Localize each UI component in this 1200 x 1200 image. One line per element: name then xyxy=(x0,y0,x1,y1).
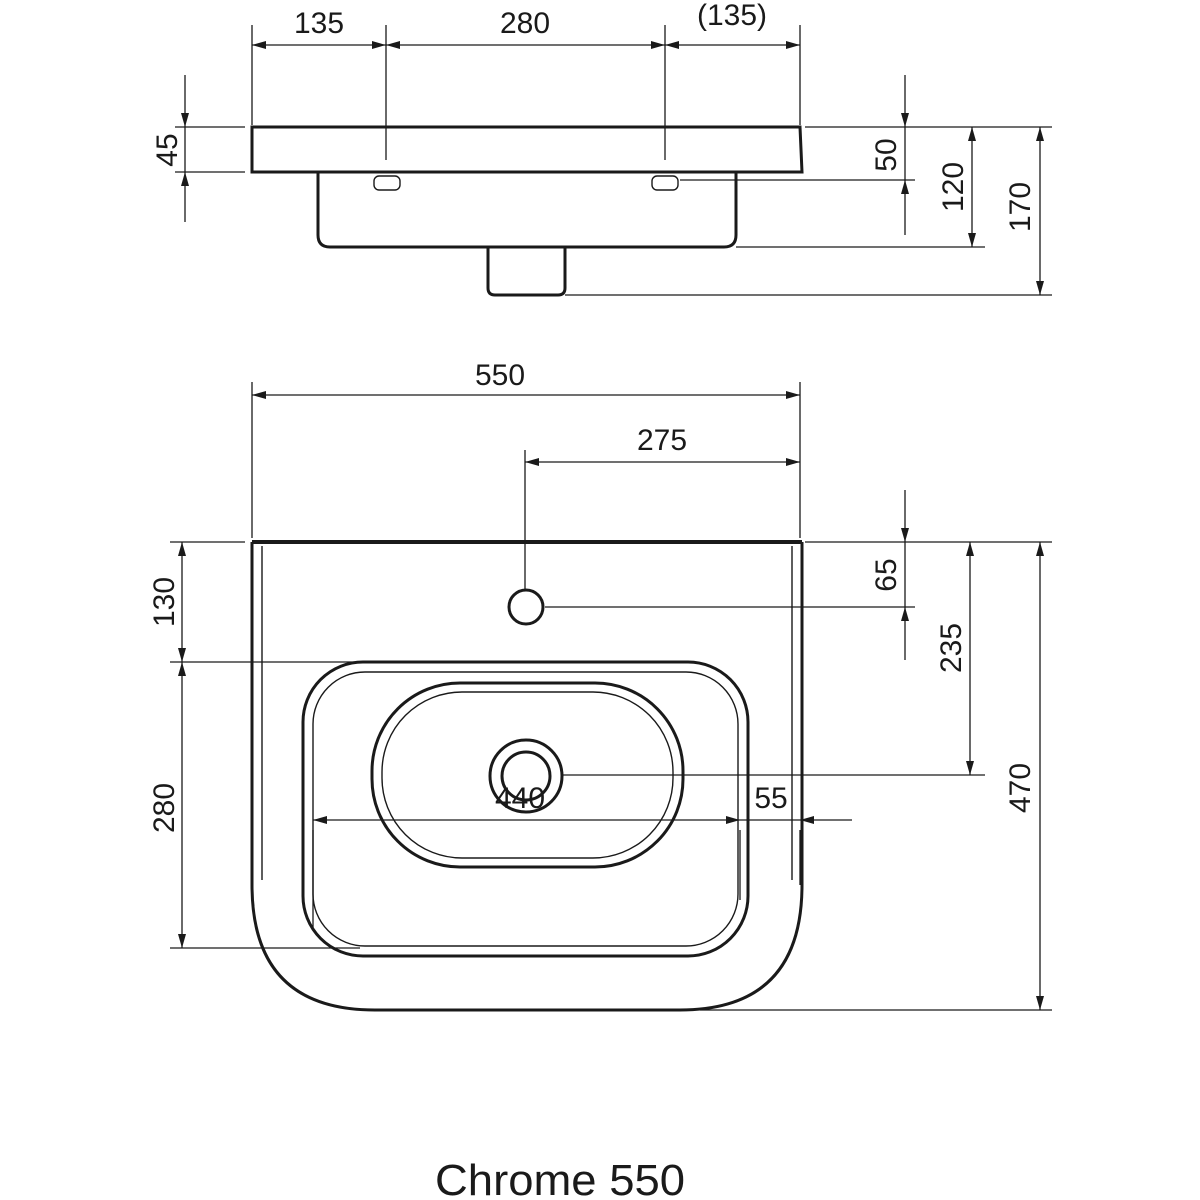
bowl-outline xyxy=(316,172,738,249)
dim-label: 470 xyxy=(1004,763,1037,813)
drain-outline xyxy=(486,247,567,297)
overflow-hole-left xyxy=(373,175,401,191)
bowl-outline xyxy=(301,660,750,958)
extension-lines xyxy=(170,382,1052,1011)
bowl-inner-edge xyxy=(312,671,739,947)
overflow-hole-right xyxy=(651,175,679,191)
drain-inner xyxy=(500,750,552,802)
dim-label: 280 xyxy=(500,7,550,40)
dim-label: 50 xyxy=(870,138,903,171)
dim-label: 550 xyxy=(475,359,525,392)
dim-label: 440 xyxy=(495,782,545,815)
dim-label: 170 xyxy=(1004,182,1037,232)
rim-outline xyxy=(250,125,804,174)
dim-label: 130 xyxy=(148,577,181,627)
tap-hole xyxy=(507,588,545,626)
extension-lines xyxy=(175,25,1052,296)
plan-view: 550 275 130 280 65 235 470 440 55 xyxy=(148,359,1052,1012)
dim-label: 120 xyxy=(937,162,970,212)
dim-label: (135) xyxy=(697,0,767,32)
dim-label: 280 xyxy=(148,783,181,833)
dim-label: 65 xyxy=(870,558,903,591)
dim-label: 55 xyxy=(754,782,787,815)
dim-label: 135 xyxy=(294,7,344,40)
dim-label: 275 xyxy=(637,424,687,457)
side-view: 135 280 (135) 45 50 120 170 xyxy=(151,0,1052,297)
dim-label: 235 xyxy=(935,623,968,673)
basin-outline xyxy=(250,542,804,1012)
dim-label: 45 xyxy=(151,133,184,166)
drain-outer xyxy=(488,738,564,814)
drawing-title: Chrome 550 xyxy=(435,1156,685,1200)
